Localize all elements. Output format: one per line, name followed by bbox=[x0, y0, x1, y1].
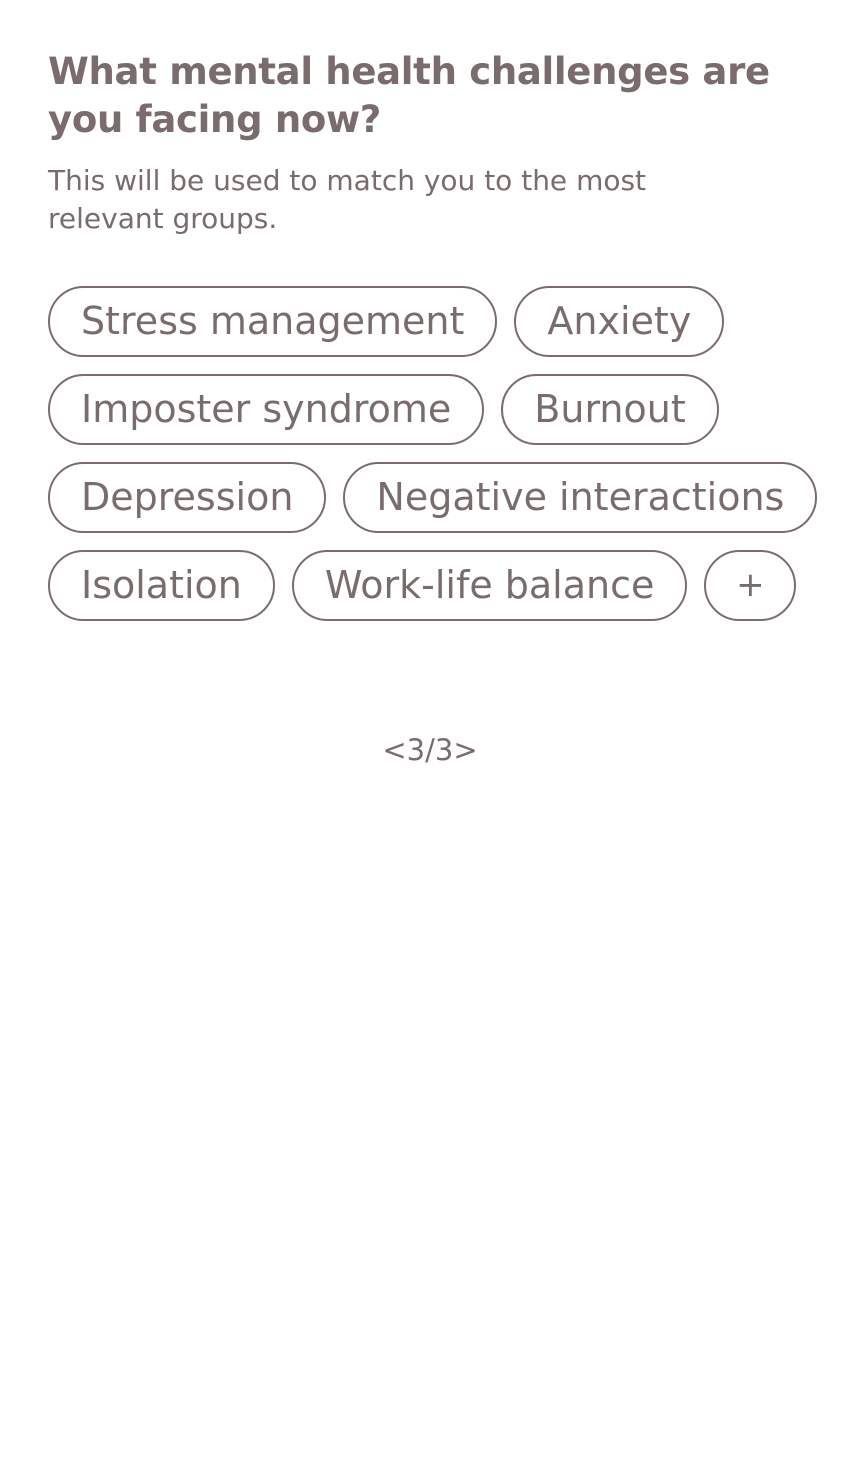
chip-depression[interactable]: Depression bbox=[48, 462, 327, 533]
chip-negative-interactions[interactable]: Negative interactions bbox=[343, 462, 818, 533]
question-title: What mental health challenges are you fa… bbox=[48, 50, 770, 141]
question-section: What mental health challenges are you fa… bbox=[48, 48, 818, 621]
add-option-button[interactable]: + bbox=[704, 550, 797, 621]
chip-burnout[interactable]: Burnout bbox=[501, 374, 719, 445]
question-subtitle: This will be used to match you to the mo… bbox=[48, 164, 647, 235]
page-indicator[interactable]: <3/3> bbox=[382, 733, 478, 767]
challenge-options: Stress management Anxiety Imposter syndr… bbox=[48, 286, 828, 621]
chip-stress-management[interactable]: Stress management bbox=[48, 286, 498, 357]
chip-isolation[interactable]: Isolation bbox=[48, 550, 275, 621]
chip-work-life-balance[interactable]: Work-life balance bbox=[291, 550, 688, 621]
chip-anxiety[interactable]: Anxiety bbox=[514, 286, 725, 357]
chip-imposter-syndrome[interactable]: Imposter syndrome bbox=[48, 374, 485, 445]
